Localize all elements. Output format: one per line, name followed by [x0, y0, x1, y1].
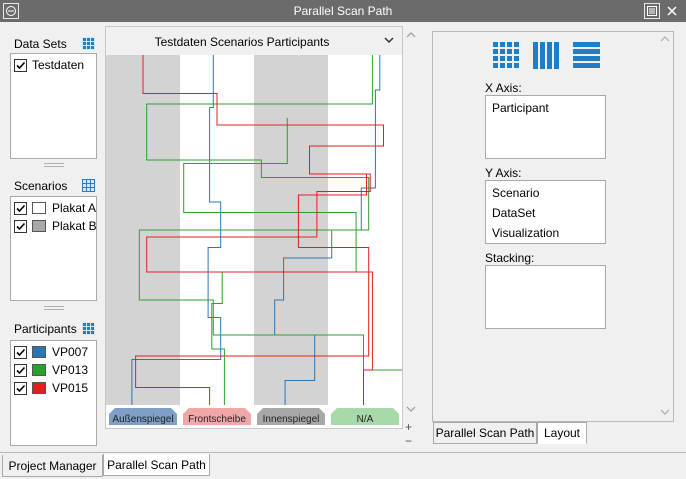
tab-parallel-scan-path[interactable]: Parallel Scan Path — [433, 422, 537, 444]
category-label: N/A — [357, 414, 374, 425]
x-axis-item[interactable]: Participant — [492, 101, 549, 115]
select-all-scenarios-icon[interactable] — [82, 179, 95, 192]
participant-label: VP013 — [52, 363, 89, 377]
participants-header: Participants — [14, 322, 77, 336]
datasets-header: Data Sets — [14, 37, 67, 51]
category-label: Innenspiegel — [263, 414, 320, 425]
chart-series — [131, 55, 402, 405]
scenario-label: Plakat A — [52, 201, 97, 215]
window-titlebar: Parallel Scan Path — [0, 0, 686, 22]
participant-color-swatch — [32, 382, 46, 394]
select-all-participants-icon[interactable] — [82, 322, 95, 335]
chevron-down-icon[interactable] — [384, 36, 394, 44]
columns-layout-icon[interactable] — [533, 42, 559, 69]
participant-label: VP015 — [52, 381, 89, 395]
zoom-controls: + − — [405, 420, 412, 448]
window-title: Parallel Scan Path — [293, 4, 393, 18]
list-item[interactable]: VP007 — [14, 344, 88, 360]
scroll-up-icon[interactable] — [404, 30, 418, 40]
scroll-up-icon[interactable] — [659, 34, 671, 44]
series-path-vp015[interactable] — [135, 174, 370, 405]
tab-parallel-scan-path-document[interactable]: Parallel Scan Path — [103, 454, 210, 476]
chart-pane: Testdaten Scenarios Participants Außensp… — [105, 26, 403, 429]
y-axis-item[interactable]: Scenario — [492, 186, 540, 200]
participant-color-swatch — [32, 364, 46, 376]
filter-pane: Data Sets Testdaten Scenarios Plakat A P… — [0, 22, 104, 452]
window-menu-icon[interactable] — [3, 3, 19, 19]
checkbox-checked-icon[interactable] — [14, 58, 27, 72]
scenario-color-swatch — [32, 220, 46, 232]
participant-label: VP007 — [52, 345, 89, 359]
rows-layout-icon[interactable] — [573, 42, 600, 68]
chart-scrollbar[interactable] — [404, 26, 418, 429]
category-tab[interactable] — [331, 408, 399, 425]
series-path-vp007[interactable] — [274, 55, 381, 405]
stacking-field[interactable] — [485, 265, 606, 329]
close-icon[interactable] — [664, 3, 680, 19]
tab-project-manager[interactable]: Project Manager — [2, 455, 103, 477]
scenario-color-swatch — [32, 202, 46, 214]
category-label: Außenspiegel — [112, 414, 173, 425]
series-path-vp013[interactable] — [138, 55, 402, 405]
y-axis-field[interactable]: Scenario DataSet Visualization — [485, 180, 606, 244]
zoom-out-button[interactable]: − — [405, 434, 413, 448]
scenarios-header: Scenarios — [14, 179, 68, 193]
checkbox-checked-icon[interactable] — [14, 201, 27, 215]
grid-layout-icon[interactable] — [493, 42, 519, 68]
checkbox-checked-icon[interactable] — [14, 363, 27, 377]
checkbox-checked-icon[interactable] — [14, 381, 27, 395]
list-item[interactable]: VP013 — [14, 362, 88, 378]
participant-color-swatch — [32, 346, 46, 358]
y-axis-label: Y Axis: — [485, 166, 522, 180]
select-all-datasets-icon[interactable] — [82, 37, 95, 50]
checkbox-checked-icon[interactable] — [14, 345, 27, 359]
tab-layout[interactable]: Layout — [537, 422, 587, 444]
x-axis-label: X Axis: — [485, 81, 522, 95]
checkbox-checked-icon[interactable] — [14, 219, 27, 233]
scenario-label: Plakat B — [52, 219, 97, 233]
list-item[interactable]: Testdaten — [14, 57, 84, 73]
category-label: Frontscheibe — [188, 414, 246, 425]
scroll-down-icon[interactable] — [659, 407, 671, 417]
y-axis-item[interactable]: Visualization — [492, 226, 560, 240]
list-item[interactable]: VP015 — [14, 380, 88, 396]
category-tab[interactable] — [183, 408, 251, 425]
category-labels: Außenspiegel Frontscheibe Innenspiegel N/A — [109, 408, 399, 425]
series-path-vp015[interactable] — [142, 55, 384, 405]
category-tab[interactable] — [257, 408, 325, 425]
zoom-in-button[interactable]: + — [405, 420, 413, 434]
layout-pane: X Axis: Participant Y Axis: Scenario Dat… — [432, 31, 674, 422]
y-axis-item[interactable]: DataSet — [492, 206, 536, 220]
splitter-handle[interactable] — [44, 163, 64, 167]
scenarios-list: Plakat A Plakat B — [10, 196, 97, 301]
splitter-handle[interactable] — [44, 306, 64, 310]
datasets-list: Testdaten — [10, 53, 97, 159]
window-options-icon[interactable] — [644, 3, 660, 19]
parallel-scan-path-chart[interactable]: Außenspiegel Frontscheibe Innenspiegel N/A — [106, 55, 402, 429]
dataset-label: Testdaten — [32, 58, 85, 72]
list-item[interactable]: Plakat B — [14, 218, 97, 234]
stacking-label: Stacking: — [485, 251, 535, 265]
participants-list: VP007 VP013 VP015 — [10, 340, 97, 446]
chart-title: Testdaten Scenarios Participants — [154, 35, 330, 49]
chart-header[interactable]: Testdaten Scenarios Participants — [106, 27, 402, 55]
x-axis-field[interactable]: Participant — [485, 95, 606, 159]
scroll-down-icon[interactable] — [404, 404, 418, 414]
series-path-vp007[interactable] — [131, 55, 222, 405]
layout-scrollbar[interactable] — [659, 34, 671, 419]
list-item[interactable]: Plakat A — [14, 200, 96, 216]
category-tab[interactable] — [109, 408, 177, 425]
layout-mode-icons — [493, 42, 600, 69]
